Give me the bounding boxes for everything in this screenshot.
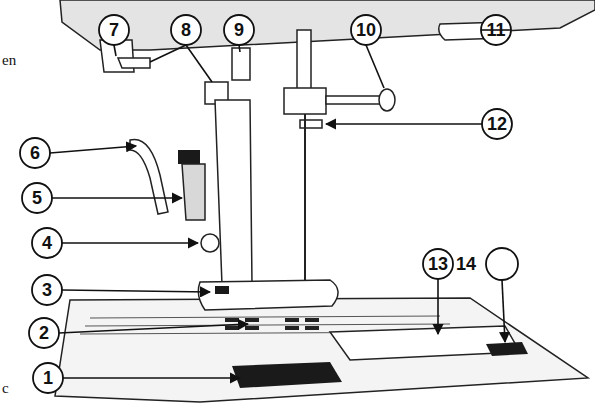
callout-circle (22, 183, 52, 213)
callout-number: 2 (39, 324, 49, 342)
presser-foot (198, 280, 338, 310)
callout-circles (20, 15, 518, 393)
leader-arrow (50, 146, 136, 153)
needle-clamp-knob (379, 89, 395, 111)
feed-dog (285, 326, 299, 330)
needle-bar (297, 30, 311, 90)
black-plate (232, 362, 342, 388)
callout-number: 6 (30, 144, 40, 162)
needle-plate (55, 298, 588, 402)
callout-number: 13 (428, 255, 448, 273)
leader-arrow (59, 324, 248, 333)
leader-arrow (52, 197, 182, 199)
leader-arrow (63, 377, 240, 379)
callout-number: 1 (43, 369, 53, 387)
callout-number: 4 (42, 234, 52, 252)
feed-dog (245, 326, 259, 330)
foot-release (215, 286, 229, 294)
leader-arrow (62, 242, 198, 244)
callout-number: 7 (109, 21, 119, 39)
callout-circle (224, 15, 254, 45)
callout-number: 12 (487, 115, 507, 133)
leader-arrow (502, 280, 505, 342)
leader-arrow (62, 290, 210, 292)
threader-shank (182, 164, 205, 220)
callout-circle (486, 248, 518, 280)
text-fragment: en (2, 53, 16, 68)
callout-circle (423, 249, 453, 279)
seam-guide-line (85, 324, 450, 326)
feed-dog (305, 318, 319, 322)
presser-bar (215, 100, 252, 285)
leader-arrow (326, 123, 482, 125)
needle-thread-guide (300, 120, 322, 128)
callout-circle (33, 363, 63, 393)
callout-circle (32, 228, 62, 258)
leader-line (239, 45, 240, 52)
machine-arm (60, 0, 595, 50)
cover-release-button (486, 342, 528, 356)
leader-line (366, 45, 384, 88)
callout-circle (351, 15, 381, 45)
leader-lines (50, 30, 510, 378)
thread-guide (118, 58, 150, 68)
callout-number: 11 (486, 21, 505, 39)
feed-dog (305, 326, 319, 330)
callout-number: 14 (456, 255, 476, 273)
callout-circle (20, 138, 50, 168)
presser-foot-lever (130, 139, 168, 214)
callout-number: 10 (356, 21, 376, 39)
callout-circle (171, 15, 201, 45)
seam-guide-line (90, 316, 440, 318)
callout-number: 5 (32, 189, 42, 207)
needle-threader-block (178, 150, 200, 164)
callout-circle (482, 109, 512, 139)
callout-circle (99, 15, 129, 45)
callout-number: 9 (234, 21, 244, 39)
callout-number: 8 (181, 21, 191, 39)
feed-dog (285, 318, 299, 322)
clamp-screw (326, 96, 382, 104)
feed-dog (225, 318, 239, 322)
leader-arrow (437, 279, 439, 334)
thread-guide-arm (439, 22, 509, 40)
callout-circle (32, 275, 62, 305)
leader-line (186, 45, 212, 82)
feed-dog (225, 326, 239, 330)
callout-circle (29, 318, 59, 348)
text-fragment: c (2, 381, 9, 396)
needle-clamp (284, 88, 326, 114)
callout-number: 3 (42, 281, 52, 299)
needle (304, 114, 306, 292)
leader-line (114, 45, 116, 56)
feed-dog (245, 318, 259, 322)
presser-foot-screw (201, 234, 219, 252)
callout-circle (481, 15, 511, 45)
leader-line (150, 45, 186, 62)
take-up-lever (232, 48, 250, 80)
